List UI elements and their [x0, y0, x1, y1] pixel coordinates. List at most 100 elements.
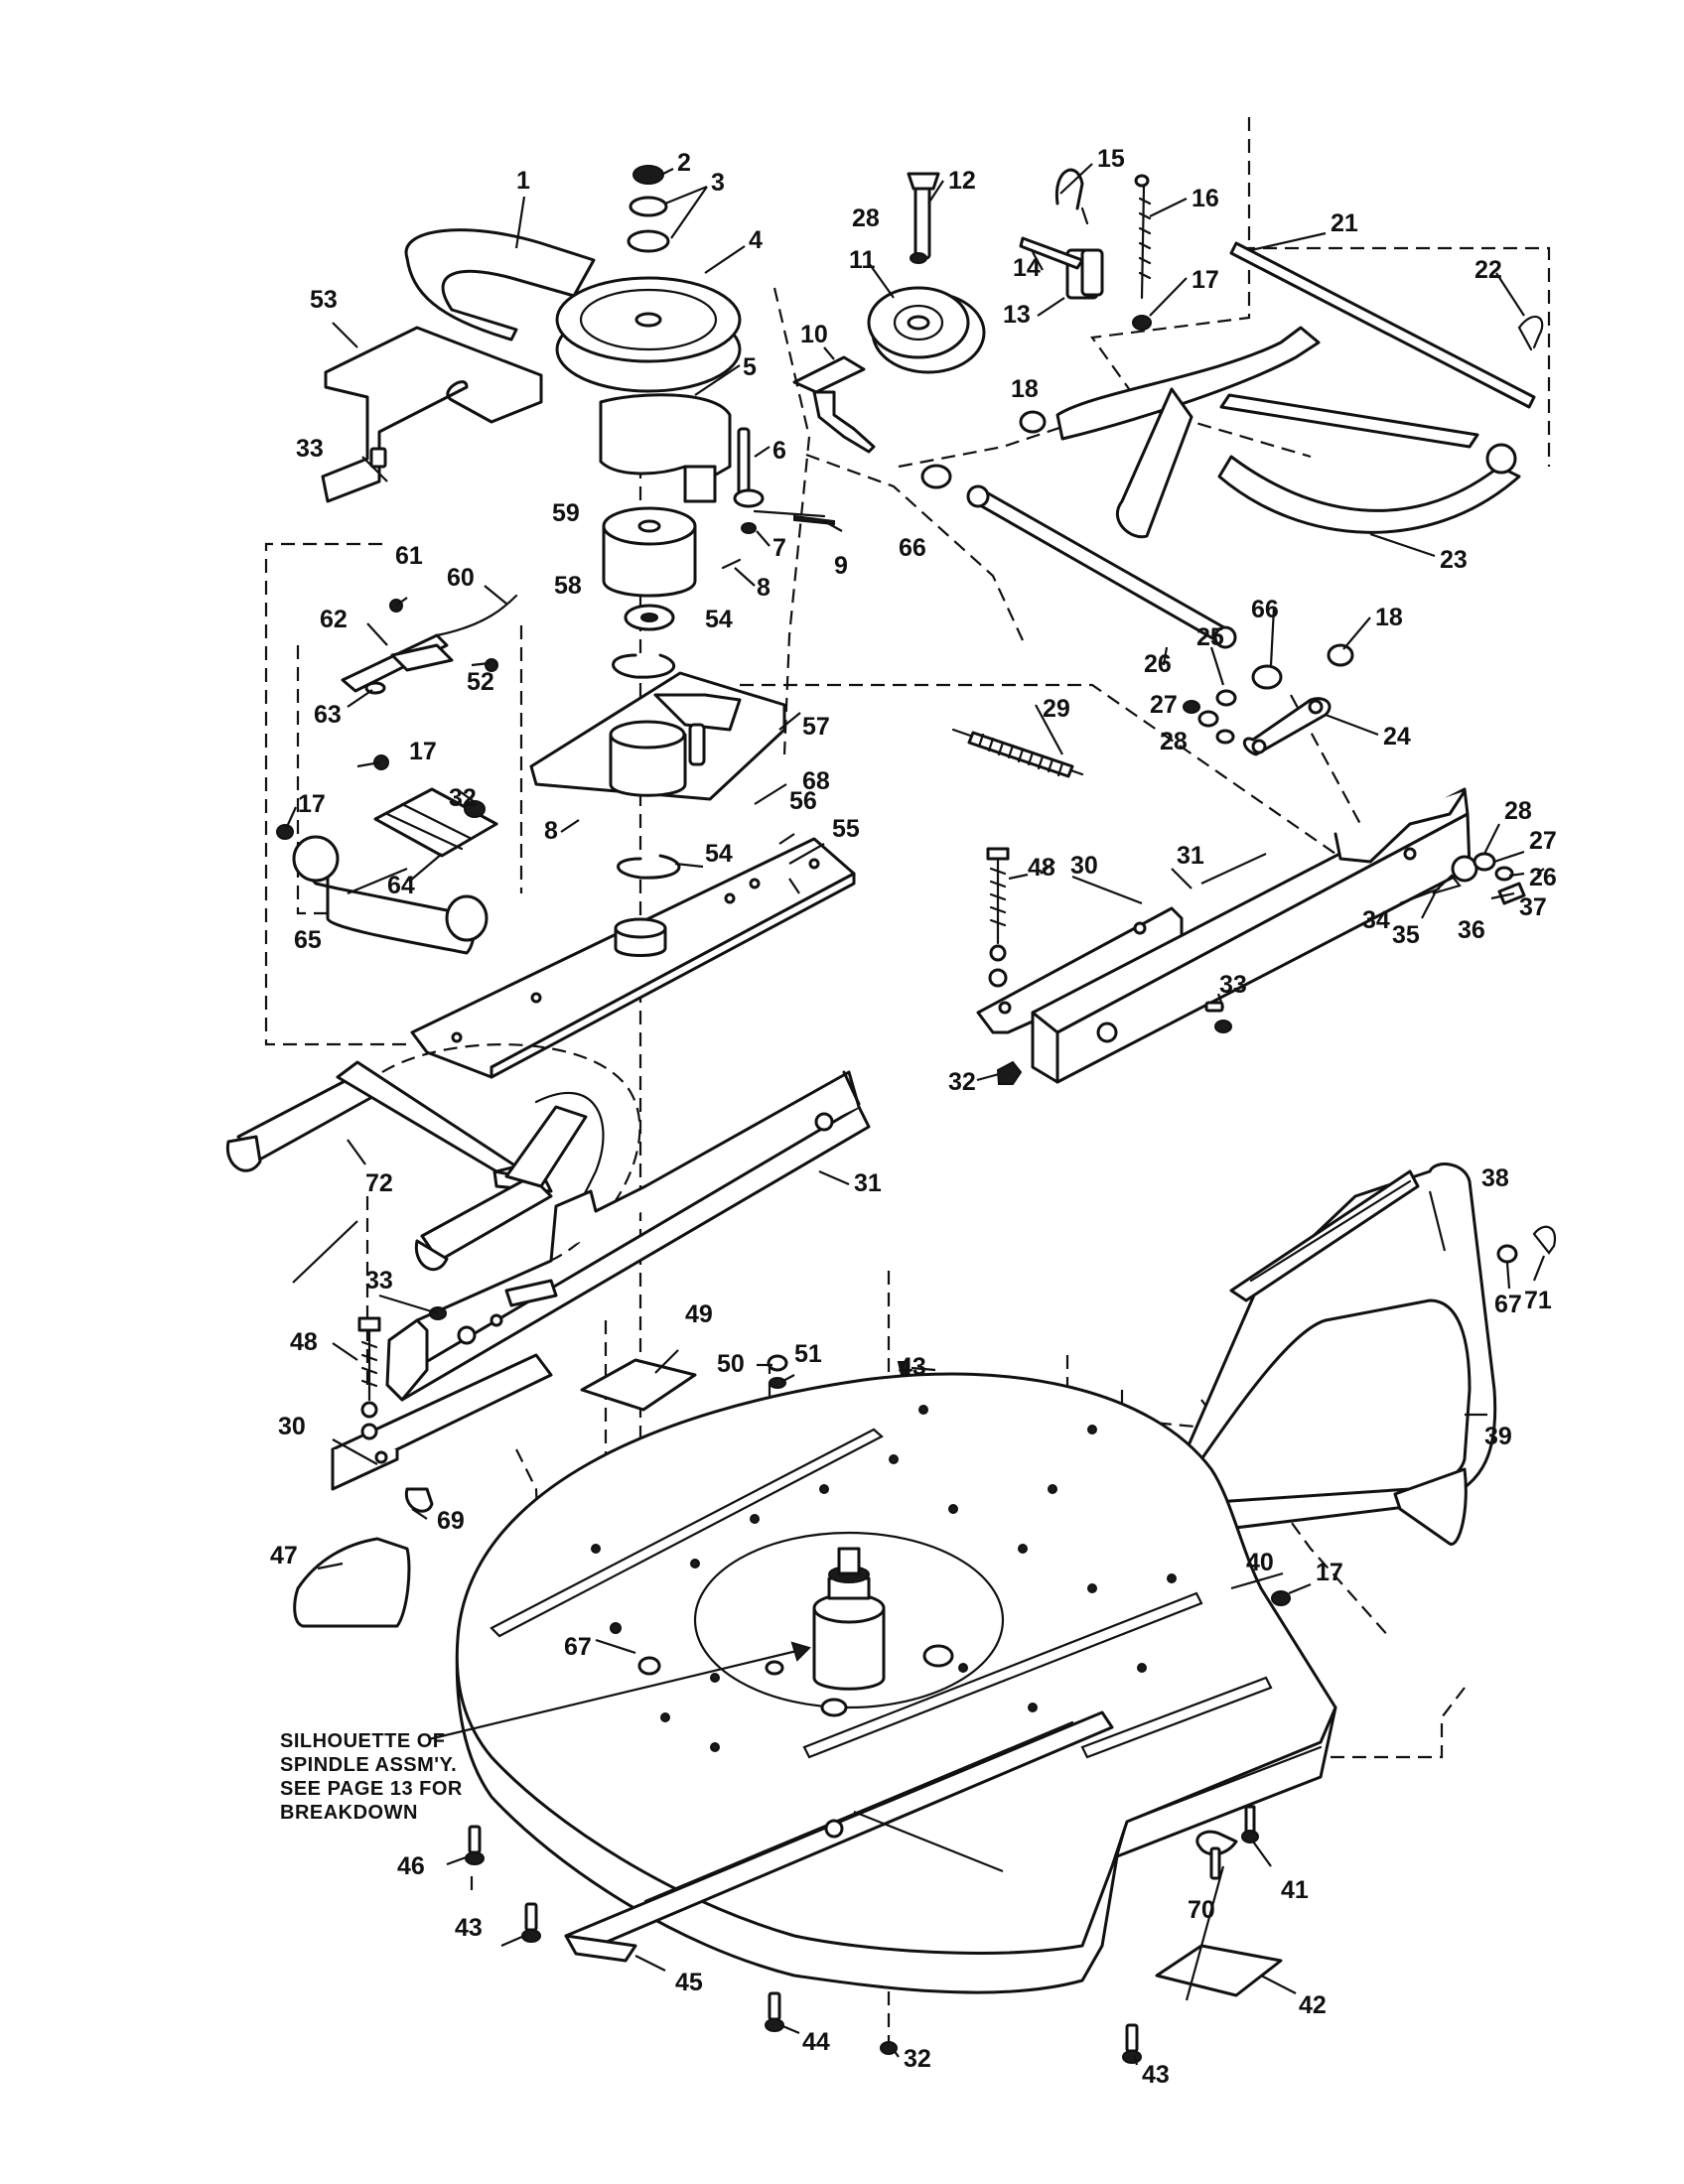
right-deck-rail — [1031, 787, 1472, 1084]
lift-frame — [966, 326, 1521, 649]
callout-25: 25 — [1196, 623, 1224, 651]
callout-17-top: 17 — [1192, 266, 1219, 294]
callout-67-deck: 67 — [564, 1633, 592, 1661]
callout-26-right: 26 — [1529, 864, 1557, 891]
callout-32-bottom: 32 — [904, 2045, 931, 2073]
decal-49 — [580, 1358, 697, 1412]
callout-8-lower: 8 — [544, 817, 558, 845]
callout-33-left: 33 — [365, 1267, 393, 1295]
callout-66-left: 66 — [899, 534, 926, 562]
callout-39: 39 — [1484, 1423, 1512, 1450]
callout-56: 56 — [789, 787, 817, 815]
decal-47 — [293, 1537, 411, 1628]
note-line-4: BREAKDOWN — [280, 1802, 418, 1824]
callout-15: 15 — [1097, 145, 1125, 173]
callout-8-top: 8 — [757, 574, 771, 602]
hinge-and-rod — [276, 754, 498, 955]
callout-62: 62 — [320, 606, 348, 633]
callout-50: 50 — [717, 1350, 745, 1378]
callout-28-mid: 28 — [1160, 728, 1188, 755]
callout-69: 69 — [437, 1507, 465, 1535]
callout-28-right: 28 — [1504, 797, 1532, 825]
left-deck-rail — [385, 1070, 871, 1402]
callout-3: 3 — [711, 169, 725, 197]
callout-30-left: 30 — [278, 1413, 306, 1440]
spring-brackets — [341, 594, 518, 695]
deck-hardware-right — [1195, 1590, 1291, 1880]
deck-bolts-bottom — [465, 1656, 1142, 2064]
callout-37: 37 — [1519, 893, 1547, 921]
callout-61: 61 — [395, 542, 423, 570]
idler-bracket — [529, 671, 786, 801]
callout-leaders — [284, 163, 1546, 2066]
callout-17-deck: 17 — [1316, 1559, 1343, 1586]
callout-43-bottom: 43 — [1142, 2061, 1170, 2089]
callout-22: 22 — [1474, 256, 1502, 284]
callout-36: 36 — [1458, 916, 1485, 944]
callout-29: 29 — [1043, 695, 1070, 723]
callout-64: 64 — [387, 872, 415, 899]
callout-27-right: 27 — [1529, 827, 1557, 855]
callout-5: 5 — [743, 353, 757, 381]
callout-51: 51 — [794, 1340, 822, 1368]
callout-13: 13 — [1003, 301, 1031, 329]
callout-60: 60 — [447, 564, 475, 592]
callout-32-right: 32 — [948, 1068, 976, 1096]
callout-21: 21 — [1331, 209, 1358, 237]
callout-42: 42 — [1299, 1991, 1327, 2019]
callout-48-left: 48 — [290, 1328, 318, 1356]
callout-33-cover: 33 — [296, 435, 324, 463]
callout-54-lower: 54 — [705, 840, 733, 868]
mounting-plate — [410, 837, 856, 1079]
discharge-chute-frame — [1159, 1162, 1557, 1536]
drive-belt — [404, 228, 596, 341]
callout-46: 46 — [397, 1852, 425, 1880]
lift-rod — [1229, 241, 1544, 409]
left-hanger-bracket — [331, 1353, 553, 1491]
callout-41: 41 — [1281, 1876, 1309, 1904]
callout-35: 35 — [1392, 921, 1420, 949]
callout-54-top: 54 — [705, 606, 733, 633]
spindle-silhouette — [765, 1547, 954, 1717]
bushing-stack — [602, 506, 697, 880]
callout-1: 1 — [516, 167, 530, 195]
callout-18-top: 18 — [1011, 375, 1039, 403]
callout-44: 44 — [802, 2028, 830, 2056]
callout-38: 38 — [1481, 1164, 1509, 1192]
callout-30-right: 30 — [1070, 852, 1098, 880]
callout-4: 4 — [749, 226, 763, 254]
decal-39 — [1393, 1467, 1468, 1546]
note-line-2: SPINDLE ASSM'Y. — [280, 1754, 457, 1776]
callout-63: 63 — [314, 701, 342, 729]
left-adjuster-spring — [357, 1316, 381, 1440]
callout-17-left: 17 — [298, 790, 326, 818]
callout-16: 16 — [1192, 185, 1219, 212]
callout-23: 23 — [1440, 546, 1468, 574]
callout-7: 7 — [772, 534, 786, 562]
pulley-washers — [627, 165, 670, 253]
callout-18-right: 18 — [1375, 604, 1403, 631]
mower-blade — [564, 1710, 1114, 1963]
callout-68: 68 — [802, 767, 830, 795]
deck-hardware-top — [767, 1354, 911, 1389]
callout-9: 9 — [834, 552, 848, 580]
callout-49: 49 — [685, 1300, 713, 1328]
callout-53: 53 — [310, 286, 338, 314]
small-bracket — [792, 355, 876, 454]
callout-31-left: 31 — [854, 1169, 882, 1197]
callout-66-right: 66 — [1251, 596, 1279, 623]
callout-10: 10 — [800, 321, 828, 348]
callout-71: 71 — [1524, 1287, 1552, 1314]
belt-guard — [599, 393, 732, 503]
callout-33-right: 33 — [1219, 971, 1247, 999]
callout-32-hinge: 32 — [449, 784, 477, 812]
left-rail-hardware — [404, 1306, 447, 1513]
callout-6: 6 — [772, 437, 786, 465]
callout-27-left: 27 — [1150, 691, 1178, 719]
note-line-3: SEE PAGE 13 FOR — [280, 1778, 463, 1800]
callout-12: 12 — [948, 167, 976, 195]
idler-pulley — [867, 172, 986, 374]
bushing — [1019, 410, 1354, 667]
callout-31-right: 31 — [1177, 842, 1204, 870]
